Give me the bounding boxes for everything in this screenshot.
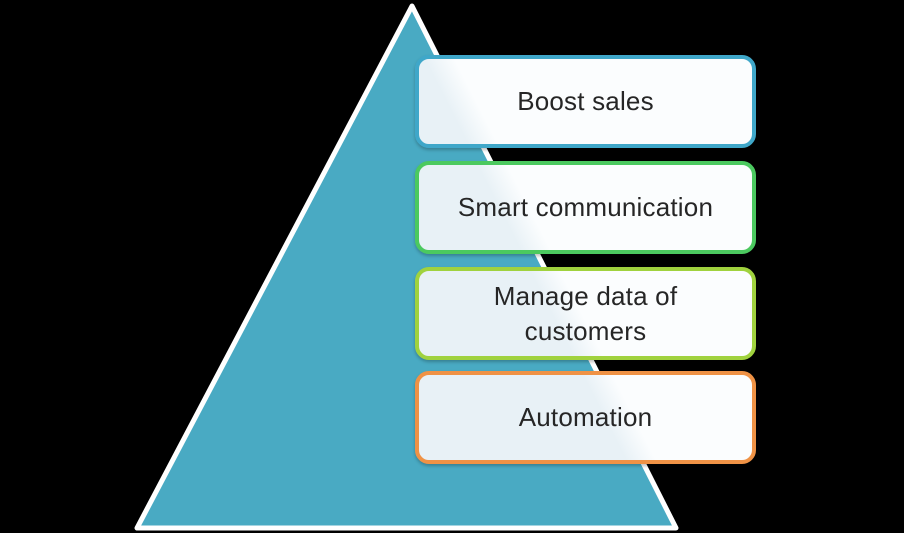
- list-item-automation: Automation: [415, 371, 756, 464]
- list-item-label: Automation: [518, 402, 653, 433]
- list-item-label: Manage data of customers: [493, 281, 678, 346]
- list-item-boost-sales: Boost sales: [415, 55, 756, 148]
- list-item-label: Boost sales: [517, 86, 654, 117]
- list-item-manage-data-of-customers: Manage data of customers: [415, 267, 756, 360]
- list-item-label: Smart communication: [457, 192, 714, 223]
- list-item-smart-communication: Smart communication: [415, 161, 756, 254]
